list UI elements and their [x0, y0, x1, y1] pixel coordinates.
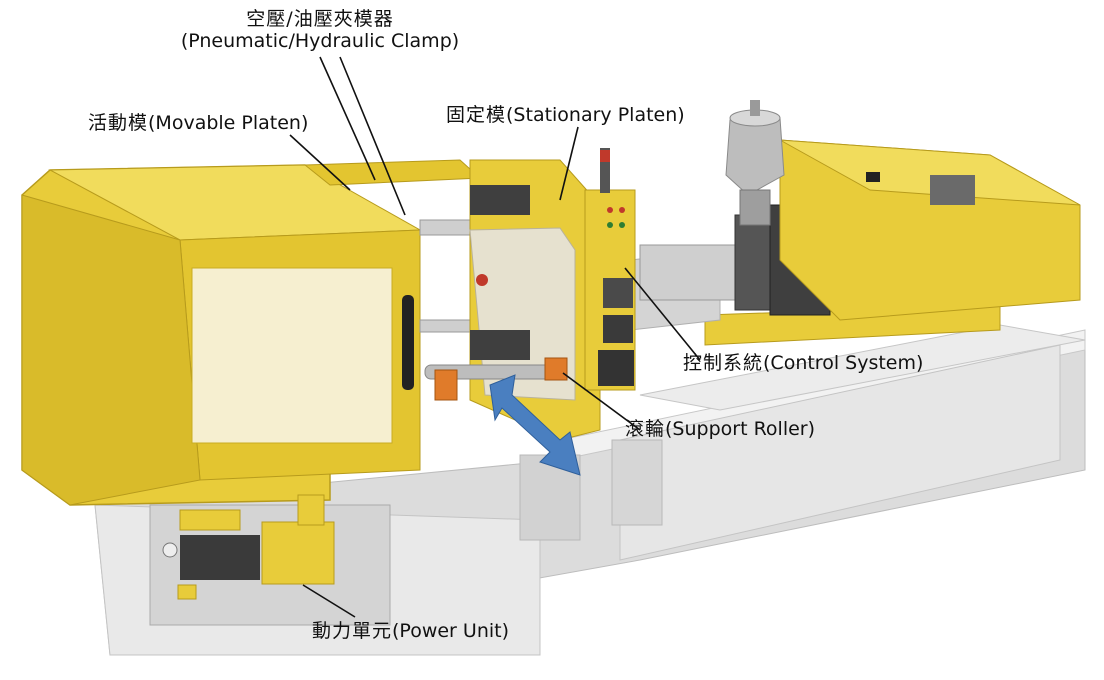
leader-clamp-1 — [319, 56, 376, 181]
leader-control — [624, 267, 701, 361]
stationary-platen-label-en: (Stationary Platen) — [506, 104, 685, 126]
power-unit-label: 動力單元(Power Unit) — [312, 620, 509, 642]
power-unit-label-zh: 動力單元 — [312, 620, 393, 642]
clamp-label-zh: 空壓/油壓夾模器 — [246, 8, 394, 30]
power-unit-label-en: (Power Unit) — [392, 620, 510, 642]
stationary-platen-label-zh: 固定模 — [446, 104, 507, 126]
movable-platen-label: 活動模(Movable Platen) — [88, 112, 308, 134]
power-unit-illustration — [149, 494, 391, 626]
leader-movable — [289, 134, 351, 191]
support-roller-label-zh: 滾輪 — [625, 418, 666, 440]
control-system-label-en: (Control System) — [763, 352, 924, 374]
clamp-label: 空壓/油壓夾模器 (Pneumatic/Hydraulic Clamp) — [170, 8, 470, 52]
support-roller-label-en: (Support Roller) — [665, 418, 816, 440]
leader-lines — [289, 56, 701, 618]
support-roller-motion-arrow — [489, 374, 581, 476]
leader-clamp-2 — [339, 56, 406, 216]
tie-bars — [424, 185, 568, 401]
injection-unit — [639, 100, 1081, 321]
movable-platen-label-zh: 活動模 — [88, 112, 149, 134]
control-system-label: 控制系統(Control System) — [683, 352, 923, 374]
control-system-label-zh: 控制系統 — [683, 352, 764, 374]
leader-power — [302, 584, 356, 618]
clamp-unit-housing — [21, 159, 581, 506]
movable-platen-label-en: (Movable Platen) — [148, 112, 309, 134]
support-roller-label: 滾輪(Support Roller) — [625, 418, 815, 440]
leader-roller — [562, 372, 641, 431]
clamp-label-en: (Pneumatic/Hydraulic Clamp) — [180, 30, 460, 52]
leader-stationary — [559, 126, 579, 201]
stationary-platen-label: 固定模(Stationary Platen) — [446, 104, 685, 126]
